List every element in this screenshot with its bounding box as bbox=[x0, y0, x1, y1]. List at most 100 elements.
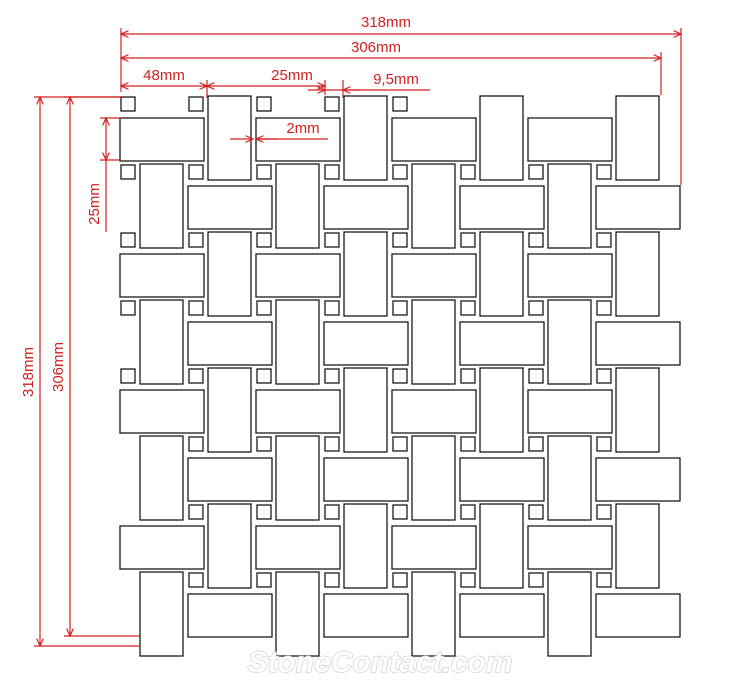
horizontal-tile bbox=[527, 117, 613, 162]
small-square-tile bbox=[324, 504, 340, 520]
horizontal-tile bbox=[391, 117, 477, 162]
small-square-tile bbox=[256, 164, 272, 180]
label-overall-height: 318mm bbox=[20, 347, 37, 397]
horizontal-tile bbox=[187, 185, 273, 230]
small-square-tile bbox=[188, 504, 204, 520]
horizontal-tile bbox=[323, 321, 409, 366]
small-square-tile bbox=[120, 96, 136, 112]
small-square-tile bbox=[596, 300, 612, 316]
small-square-tile bbox=[120, 232, 136, 248]
horizontal-tile bbox=[527, 525, 613, 570]
horizontal-tile bbox=[459, 185, 545, 230]
vertical-tile bbox=[207, 367, 252, 453]
horizontal-tile bbox=[187, 457, 273, 502]
vertical-tile bbox=[275, 435, 320, 521]
vertical-tile bbox=[139, 571, 184, 657]
small-square-tile bbox=[460, 504, 476, 520]
small-square-tile bbox=[256, 436, 272, 452]
horizontal-tile bbox=[595, 593, 681, 638]
small-square-tile bbox=[120, 368, 136, 384]
label-inner-width: 306mm bbox=[351, 39, 401, 56]
label-overall-width: 318mm bbox=[361, 14, 411, 31]
vertical-tile bbox=[275, 299, 320, 385]
vertical-tile bbox=[343, 95, 388, 181]
vertical-tile bbox=[615, 503, 660, 589]
horizontal-tile bbox=[527, 253, 613, 298]
vertical-tile bbox=[479, 503, 524, 589]
small-square-tile bbox=[596, 504, 612, 520]
horizontal-tile bbox=[391, 253, 477, 298]
small-square-tile bbox=[392, 300, 408, 316]
small-square-tile bbox=[120, 300, 136, 316]
small-square-tile bbox=[256, 504, 272, 520]
label-tile-width: 25mm bbox=[86, 183, 103, 225]
small-square-tile bbox=[460, 572, 476, 588]
small-square-tile bbox=[528, 164, 544, 180]
vertical-tile bbox=[343, 231, 388, 317]
vertical-tile bbox=[615, 367, 660, 453]
small-square-tile bbox=[256, 368, 272, 384]
vertical-tile bbox=[411, 299, 456, 385]
label-small-square: 9,5mm bbox=[373, 71, 419, 88]
small-square-tile bbox=[460, 368, 476, 384]
horizontal-tile bbox=[595, 185, 681, 230]
horizontal-tile bbox=[255, 389, 341, 434]
vertical-tile bbox=[275, 163, 320, 249]
vertical-tile bbox=[547, 299, 592, 385]
horizontal-tile bbox=[255, 253, 341, 298]
small-square-tile bbox=[596, 368, 612, 384]
small-square-tile bbox=[392, 368, 408, 384]
small-square-tile bbox=[324, 300, 340, 316]
small-square-tile bbox=[188, 300, 204, 316]
small-square-tile bbox=[324, 368, 340, 384]
vertical-tile bbox=[343, 503, 388, 589]
horizontal-tile bbox=[595, 321, 681, 366]
small-square-tile bbox=[392, 572, 408, 588]
horizontal-tile bbox=[323, 185, 409, 230]
vertical-tile bbox=[343, 367, 388, 453]
small-square-tile bbox=[460, 436, 476, 452]
small-square-tile bbox=[596, 164, 612, 180]
label-joint: 2mm bbox=[286, 120, 319, 137]
vertical-tile bbox=[411, 163, 456, 249]
small-square-tile bbox=[392, 96, 408, 112]
vertical-tile bbox=[547, 571, 592, 657]
vertical-tile bbox=[139, 163, 184, 249]
vertical-tile bbox=[275, 571, 320, 657]
small-square-tile bbox=[528, 300, 544, 316]
small-square-tile bbox=[392, 164, 408, 180]
small-square-tile bbox=[596, 572, 612, 588]
small-square-tile bbox=[392, 436, 408, 452]
vertical-tile bbox=[479, 95, 524, 181]
small-square-tile bbox=[188, 164, 204, 180]
small-square-tile bbox=[460, 300, 476, 316]
small-square-tile bbox=[528, 436, 544, 452]
small-square-tile bbox=[528, 572, 544, 588]
small-square-tile bbox=[188, 436, 204, 452]
small-square-tile bbox=[392, 232, 408, 248]
small-square-tile bbox=[256, 232, 272, 248]
vertical-tile bbox=[411, 435, 456, 521]
horizontal-tile bbox=[119, 525, 205, 570]
label-inner-height: 306mm bbox=[50, 342, 67, 392]
small-square-tile bbox=[324, 232, 340, 248]
small-square-tile bbox=[120, 164, 136, 180]
small-square-tile bbox=[188, 96, 204, 112]
vertical-tile bbox=[479, 231, 524, 317]
small-square-tile bbox=[528, 504, 544, 520]
label-tile-length: 48mm bbox=[143, 67, 185, 84]
small-square-tile bbox=[324, 164, 340, 180]
dimension-lines bbox=[34, 28, 681, 646]
horizontal-tile bbox=[391, 389, 477, 434]
label-tile-gap: 25mm bbox=[271, 67, 313, 84]
small-square-tile bbox=[460, 232, 476, 248]
small-square-tile bbox=[188, 368, 204, 384]
vertical-tile bbox=[547, 163, 592, 249]
vertical-tile bbox=[207, 95, 252, 181]
horizontal-tile bbox=[119, 389, 205, 434]
tile-grid bbox=[119, 95, 681, 657]
horizontal-tile bbox=[119, 117, 205, 162]
vertical-tile bbox=[139, 435, 184, 521]
small-square-tile bbox=[188, 232, 204, 248]
